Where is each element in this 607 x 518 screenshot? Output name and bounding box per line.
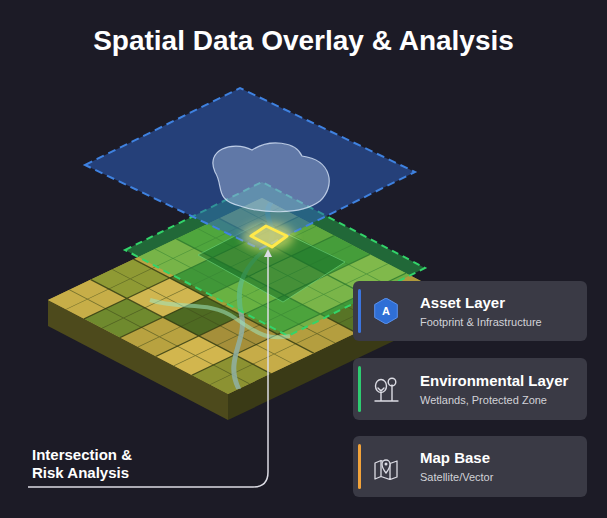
- color-bar: [358, 444, 361, 489]
- leader-line: [28, 256, 268, 487]
- legend-card: A Asset LayerFootprint & Infrastructure: [353, 281, 587, 341]
- layer-description: Satellite/Vector: [420, 470, 493, 485]
- legend-card: Map BaseSatellite/Vector: [353, 436, 587, 497]
- layer-description: Wetlands, Protected Zone: [420, 393, 568, 408]
- icon-letter: A: [373, 298, 399, 324]
- intersection-glow: [242, 223, 294, 251]
- asset-layer-plane: [85, 88, 415, 249]
- legend-card: Environmental LayerWetlands, Protected Z…: [353, 358, 587, 420]
- layer-title: Environmental Layer: [420, 371, 568, 390]
- diagram-title: Spatial Data Overlay & Analysis: [0, 24, 607, 58]
- leader-arrowhead: [264, 249, 272, 257]
- protected-zone: [198, 222, 345, 302]
- layer-description: Footprint & Infrastructure: [420, 315, 542, 330]
- intersection-zone: [251, 226, 287, 247]
- asset-footprint: [213, 143, 329, 212]
- color-bar: [358, 289, 361, 333]
- layer-icon: [373, 454, 399, 480]
- color-bar: [358, 366, 361, 412]
- wetland-stream: [150, 300, 290, 337]
- callout-label: Intersection & Risk Analysis: [32, 446, 160, 482]
- layer-title: Asset Layer: [420, 293, 542, 312]
- layer-title: Map Base: [420, 448, 493, 467]
- layer-icon: [373, 376, 399, 402]
